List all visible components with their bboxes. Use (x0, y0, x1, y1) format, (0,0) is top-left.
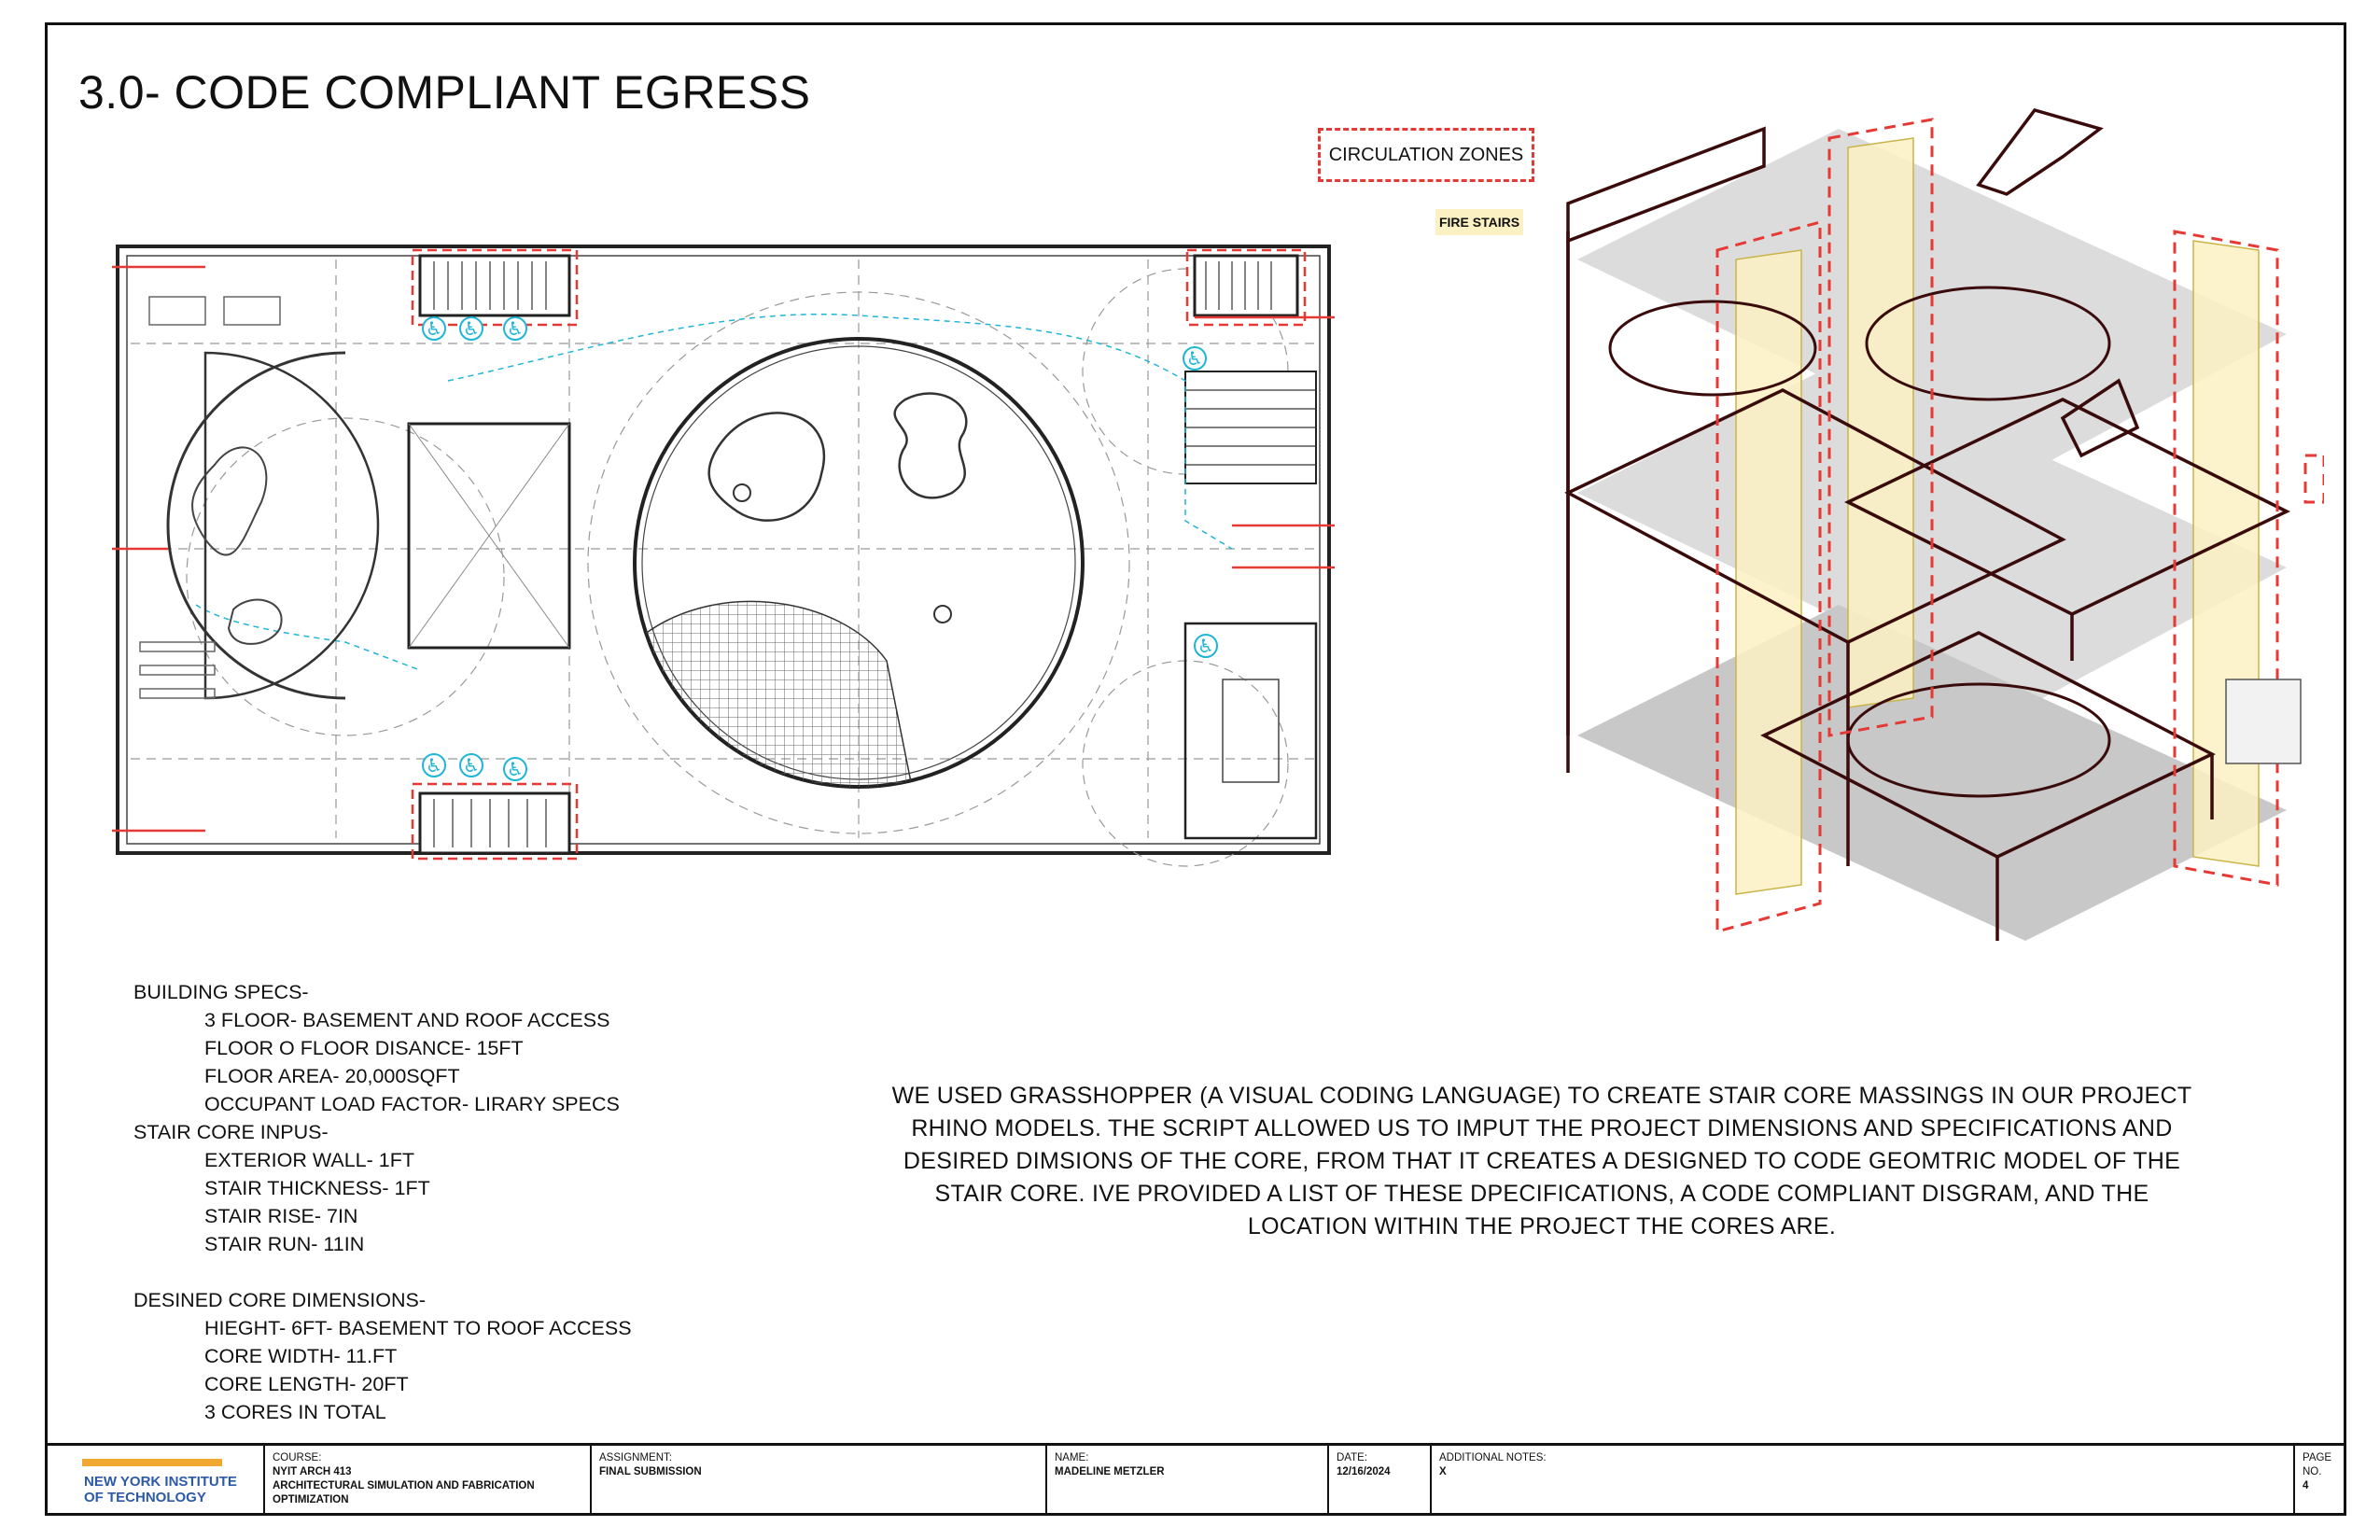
name-label: NAME: (1055, 1452, 1089, 1463)
fire-stair-cores (1735, 137, 2260, 895)
stair-core-right (1184, 254, 1317, 484)
assignment-label: ASSIGNMENT: (599, 1452, 672, 1463)
core-ellipses (1608, 286, 2111, 798)
core-dimension-item: CORE WIDTH- 11.FT (204, 1345, 398, 1367)
notes-value: X (1439, 1466, 1447, 1477)
svg-text:♿: ♿ (426, 754, 442, 777)
course-code: NYIT ARCH 413 (273, 1466, 352, 1477)
title-block: NEW YORK INSTITUTE OF TECHNOLOGY COURSE:… (45, 1443, 2346, 1516)
legend-circulation-zones: CIRCULATION ZONES (1318, 128, 1534, 182)
site-context-patch (2225, 679, 2302, 764)
stair-core-bottom-left (418, 791, 571, 855)
floor-plates (1564, 107, 2290, 941)
svg-text:♿: ♿ (1186, 347, 1203, 370)
course-label: COURSE: (273, 1452, 322, 1463)
date-cell: DATE: 12/16/2024 (1329, 1446, 1432, 1516)
svg-text:♿: ♿ (1197, 635, 1214, 657)
svg-text:♿: ♿ (463, 754, 480, 777)
assignment-value: FINAL SUBMISSION (599, 1466, 702, 1477)
building-spec-item: OCCUPANT LOAD FACTOR- LIRARY SPECS (204, 1093, 620, 1115)
stair-input-item: EXTERIOR WALL- 1FT (204, 1149, 414, 1171)
logo-text-line2: OF TECHNOLOGY (84, 1489, 206, 1505)
additional-notes-cell: ADDITIONAL NOTES: X (1432, 1446, 2295, 1516)
legend-fire-stairs: FIRE STAIRS (1435, 209, 1523, 235)
notes-label: ADDITIONAL NOTES: (1439, 1452, 1547, 1463)
page-number-cell: PAGE NO. 4 (2295, 1446, 2346, 1516)
accessible-route (447, 313, 1233, 550)
exterior-wall (116, 245, 1331, 855)
building-spec-item: FLOOR AREA- 20,000SQFT (204, 1065, 460, 1087)
circulation-zones (411, 248, 1307, 861)
logo-text-line1: NEW YORK INSTITUTE (84, 1473, 237, 1490)
svg-text:♿: ♿ (426, 317, 442, 340)
accessible-symbols: ♿ ♿ ♿ ♿ ♿ ♿ ♿ ♿ (422, 316, 1218, 781)
page-no-label: NO. (2303, 1466, 2322, 1477)
legend-circulation-label: CIRCULATION ZONES (1328, 144, 1524, 165)
core-dimension-item: CORE LENGTH- 20FT (204, 1373, 409, 1395)
building-spec-item: FLOOR O FLOOR DISANCE- 15FT (204, 1037, 524, 1059)
stair-input-item: STAIR RISE- 7IN (204, 1205, 358, 1227)
course-name-line1: ARCHITECTURAL SIMULATION AND FABRICATION (273, 1480, 535, 1491)
svg-text:♿: ♿ (463, 317, 480, 340)
stair-input-item: STAIR THICKNESS- 1FT (204, 1177, 430, 1199)
svg-text:♿: ♿ (507, 758, 524, 780)
page-title: 3.0- CODE COMPLIANT EGRESS (78, 66, 811, 119)
drawing-sheet-border (45, 22, 2346, 1516)
stair-core-top-left (418, 254, 571, 317)
date-value: 12/16/2024 (1337, 1466, 1391, 1477)
course-name-line2: OPTIMIZATION (273, 1494, 349, 1505)
description-paragraph: WE USED GRASSHOPPER (A VISUAL CODING LAN… (891, 1083, 2192, 1239)
floor-shadows (1577, 129, 2287, 941)
core-dimensions-heading: DESINED CORE DIMENSIONS- (133, 1289, 426, 1311)
stair-core-axonometric (1564, 107, 2324, 941)
core-dimension-item: 3 CORES IN TOTAL (204, 1401, 386, 1423)
institution-logo: NEW YORK INSTITUTE OF TECHNOLOGY (45, 1446, 265, 1516)
name-value: MADELINE METZLER (1055, 1466, 1165, 1477)
legend-fire-stairs-label: FIRE STAIRS (1438, 215, 1520, 230)
svg-text:♿: ♿ (507, 317, 524, 340)
specs-list: BUILDING SPECS- 3 FLOOR- BASEMENT AND RO… (133, 978, 632, 1426)
building-spec-item: 3 FLOOR- BASEMENT AND ROOF ACCESS (204, 1009, 610, 1031)
assignment-cell: ASSIGNMENT: FINAL SUBMISSION (592, 1446, 1047, 1516)
floor-plan-drawing: ♿ ♿ ♿ ♿ ♿ ♿ ♿ ♿ (112, 245, 1335, 867)
building-specs-heading: BUILDING SPECS- (133, 981, 309, 1003)
name-cell: NAME: MADELINE METZLER (1047, 1446, 1329, 1516)
date-label: DATE: (1337, 1452, 1368, 1463)
logo-accent-bar (82, 1458, 222, 1466)
stair-core-inputs-heading: STAIR CORE INPUS- (133, 1121, 329, 1143)
page-label: PAGE (2303, 1452, 2332, 1463)
core-dimension-item: HIEGHT- 6FT- BASEMENT TO ROOF ACCESS (204, 1317, 632, 1339)
egress-arrows (112, 265, 1335, 833)
circulation-zone-volumes (1715, 118, 2324, 933)
stair-input-item: STAIR RUN- 11IN (204, 1233, 365, 1255)
course-cell: COURSE: NYIT ARCH 413 ARCHITECTURAL SIMU… (265, 1446, 592, 1516)
page-number: 4 (2303, 1480, 2309, 1491)
